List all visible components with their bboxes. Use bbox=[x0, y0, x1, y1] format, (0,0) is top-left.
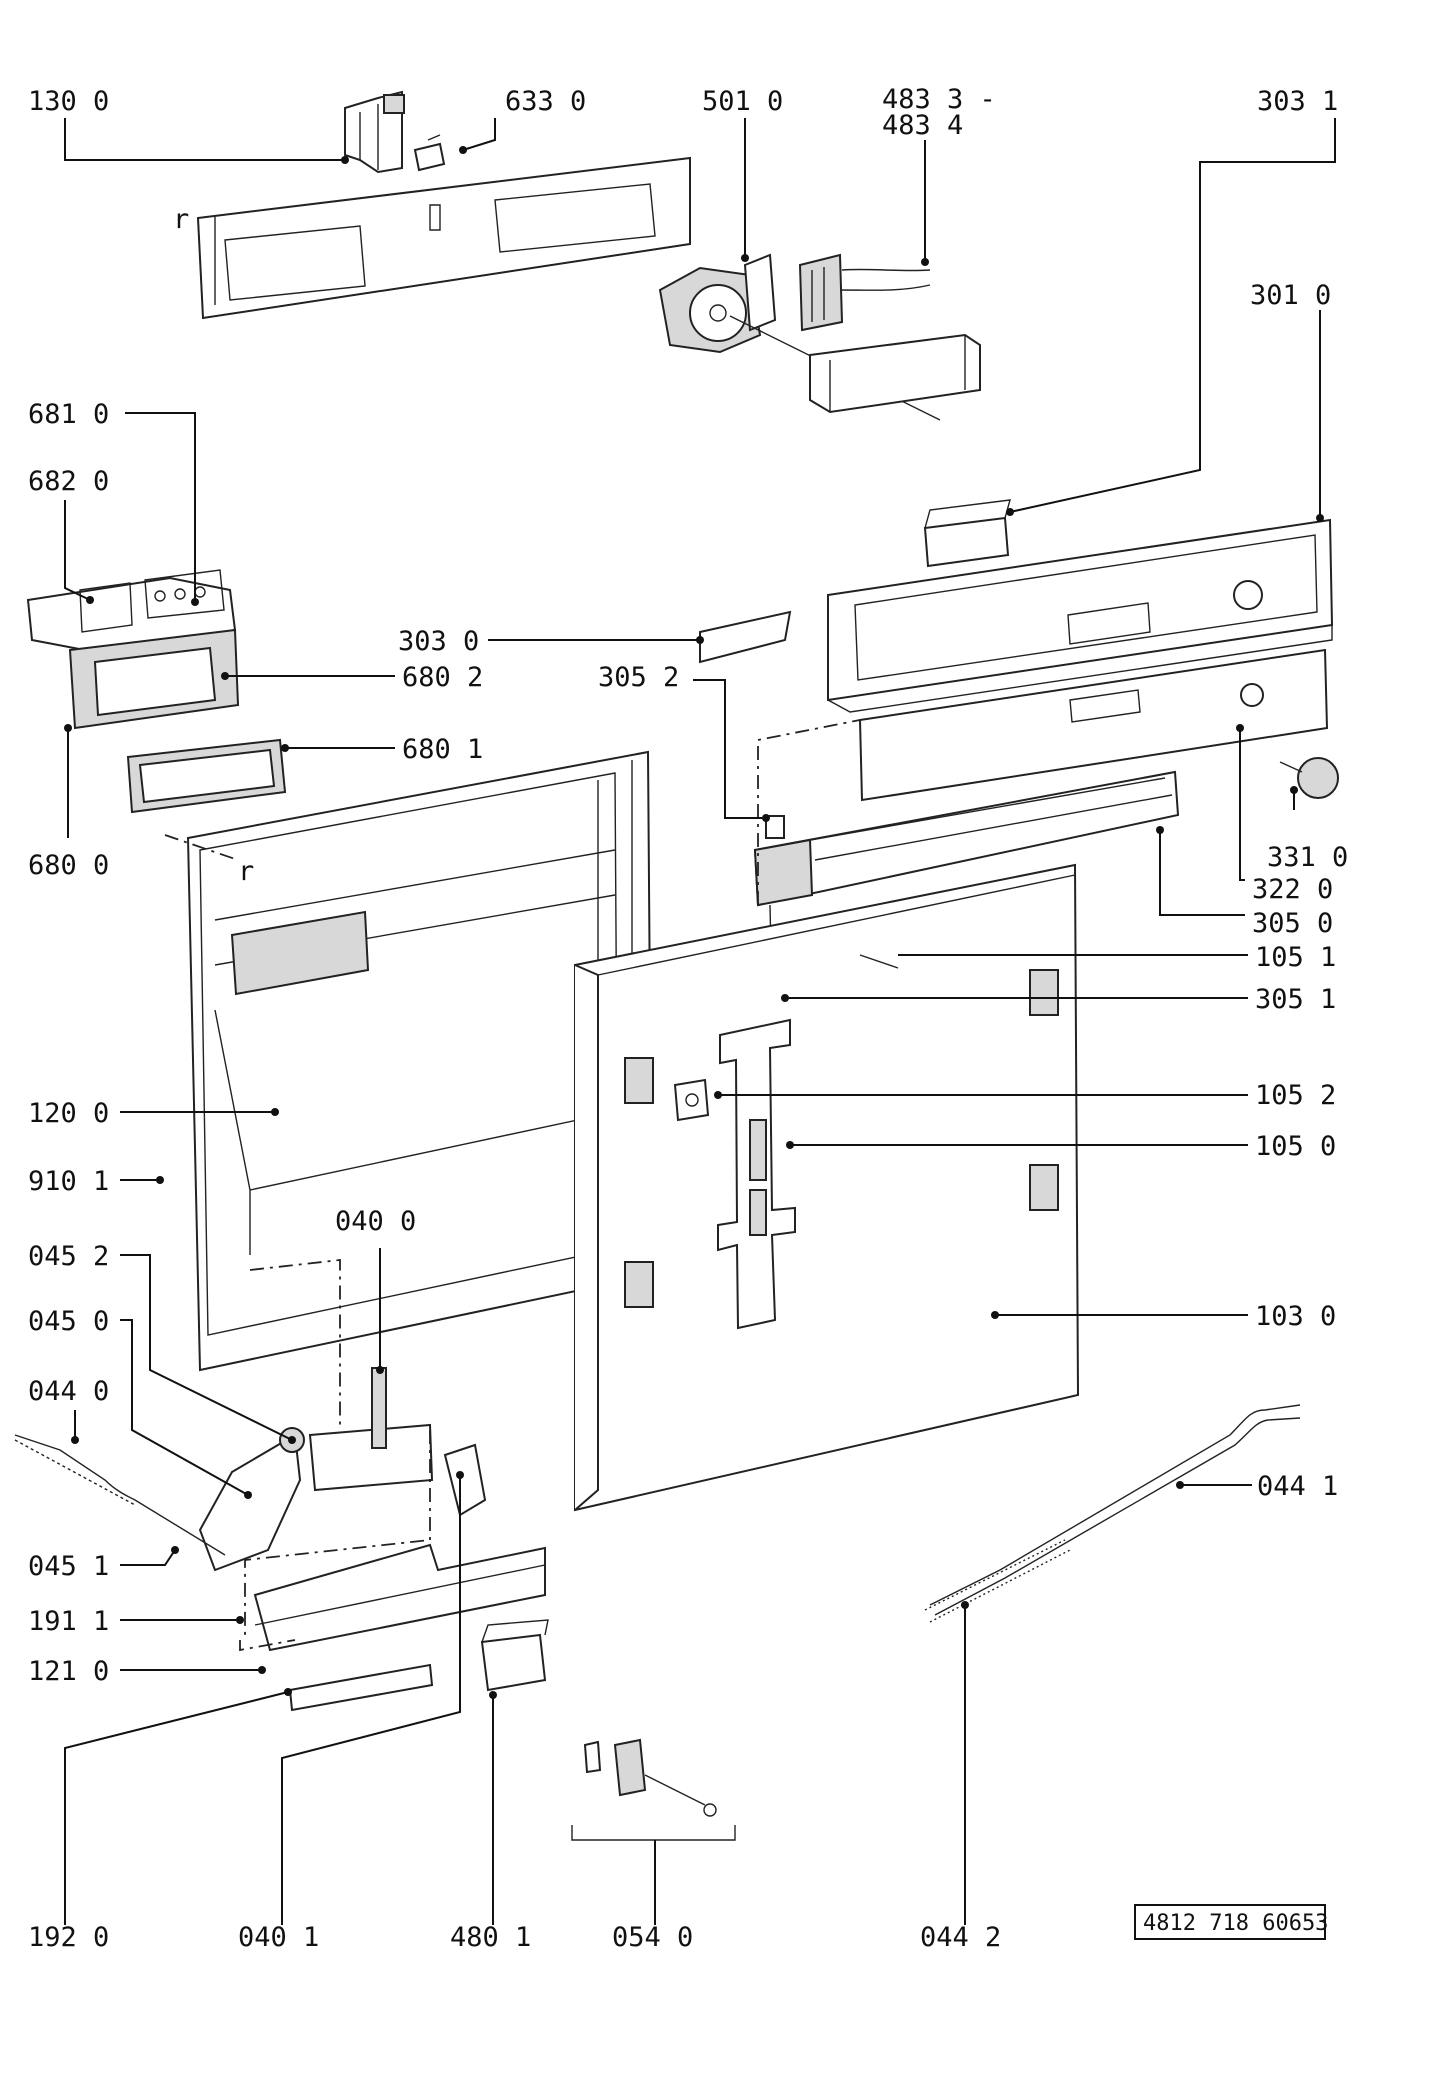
part-054-0-clip-set bbox=[571, 1738, 736, 1841]
part-timer-bracket bbox=[809, 333, 981, 414]
part-480-1-block bbox=[480, 1619, 549, 1692]
label-303-1: 303 1 bbox=[1257, 86, 1338, 117]
label-105-0: 105 0 bbox=[1255, 1131, 1336, 1162]
part-120-0-inner-frame: r bbox=[186, 750, 654, 1372]
part-044-1-rod bbox=[929, 1404, 1301, 1616]
label-680-1: 680 1 bbox=[402, 734, 483, 765]
label-910-1: 910 1 bbox=[28, 1166, 109, 1197]
label-483-3: 483 3 - bbox=[882, 84, 996, 115]
label-682-0: 682 0 bbox=[28, 466, 109, 497]
label-303-0: 303 0 bbox=[398, 626, 479, 657]
assembly-dash-line bbox=[757, 719, 861, 905]
label-322-0: 322 0 bbox=[1252, 874, 1333, 905]
label-305-1: 305 1 bbox=[1255, 984, 1336, 1015]
part-130-0-bracket bbox=[344, 90, 405, 174]
label-130-0: 130 0 bbox=[28, 86, 109, 117]
part-483-connector bbox=[798, 253, 931, 332]
part-044-2-spring bbox=[924, 1539, 1071, 1623]
label-045-2: 045 2 bbox=[28, 1241, 109, 1272]
part-303-0-handle bbox=[699, 610, 792, 664]
part-303-1-clip bbox=[923, 499, 1011, 568]
part-633-0-switch bbox=[413, 134, 446, 172]
reference-number: 4812 718 60653 bbox=[1143, 1911, 1328, 1936]
label-103-0: 103 0 bbox=[1255, 1301, 1336, 1332]
part-105-2-catch bbox=[673, 1078, 710, 1122]
reference-number-box: 4812 718 60653 bbox=[1134, 1904, 1328, 1940]
label-054-0: 054 0 bbox=[612, 1922, 693, 1953]
label-120-0: 120 0 bbox=[28, 1098, 109, 1129]
part-191-1-bottom-rail bbox=[239, 1543, 546, 1652]
part-105-0-latch-plate bbox=[717, 1018, 796, 1330]
part-305-0-top-rail bbox=[753, 770, 1180, 907]
label-191-1: 191 1 bbox=[28, 1606, 109, 1637]
label-680-2: 680 2 bbox=[402, 662, 483, 693]
label-331-0: 331 0 bbox=[1267, 842, 1348, 873]
part-680-1-gasket bbox=[126, 738, 287, 814]
part-105-1-rod bbox=[859, 954, 899, 969]
part-301-0-fascia bbox=[827, 518, 1334, 713]
label-301-0: 301 0 bbox=[1250, 280, 1331, 311]
part-305-2-clip bbox=[765, 815, 785, 839]
label-045-1: 045 1 bbox=[28, 1551, 109, 1582]
leader-lines bbox=[64, 118, 1336, 1925]
label-305-2: 305 2 bbox=[598, 662, 679, 693]
part-681-0-control-module bbox=[26, 569, 240, 730]
part-331-0-knob bbox=[1279, 757, 1339, 799]
label-044-0: 044 0 bbox=[28, 1376, 109, 1407]
label-040-1: 040 1 bbox=[238, 1922, 319, 1953]
part-040-1-hinge-half bbox=[443, 1443, 487, 1517]
label-681-0: 681 0 bbox=[28, 399, 109, 430]
part-040-0-hinge-bracket bbox=[244, 1258, 434, 1640]
label-105-2: 105 2 bbox=[1255, 1080, 1336, 1111]
label-305-0: 305 0 bbox=[1252, 908, 1333, 939]
label-680-0: 680 0 bbox=[28, 850, 109, 881]
label-044-2: 044 2 bbox=[920, 1922, 1001, 1953]
label-045-0: 045 0 bbox=[28, 1306, 109, 1337]
part-044-0-spring bbox=[14, 1434, 226, 1556]
label-044-1: 044 1 bbox=[1257, 1471, 1338, 1502]
part-192-0-strip bbox=[288, 1663, 434, 1712]
r-mark-2: r bbox=[238, 856, 254, 887]
label-121-0: 121 0 bbox=[28, 1656, 109, 1687]
label-040-0: 040 0 bbox=[335, 1206, 416, 1237]
label-192-0: 192 0 bbox=[28, 1922, 109, 1953]
label-105-1: 105 1 bbox=[1255, 942, 1336, 973]
label-480-1: 480 1 bbox=[450, 1922, 531, 1953]
assembly-dash-line bbox=[164, 834, 239, 861]
label-633-0: 633 0 bbox=[505, 86, 586, 117]
part-labels: 130 0 633 0 501 0 483 3 - 483 4 303 1 30… bbox=[28, 84, 1348, 1953]
part-103-0-door-panel bbox=[574, 863, 1080, 1512]
part-322-0-fascia-panel bbox=[858, 648, 1329, 802]
r-mark-1: r bbox=[173, 204, 189, 235]
part-control-panel-frame: r bbox=[173, 156, 691, 320]
label-501-0: 501 0 bbox=[702, 86, 783, 117]
label-483-4: 483 4 bbox=[882, 110, 963, 141]
